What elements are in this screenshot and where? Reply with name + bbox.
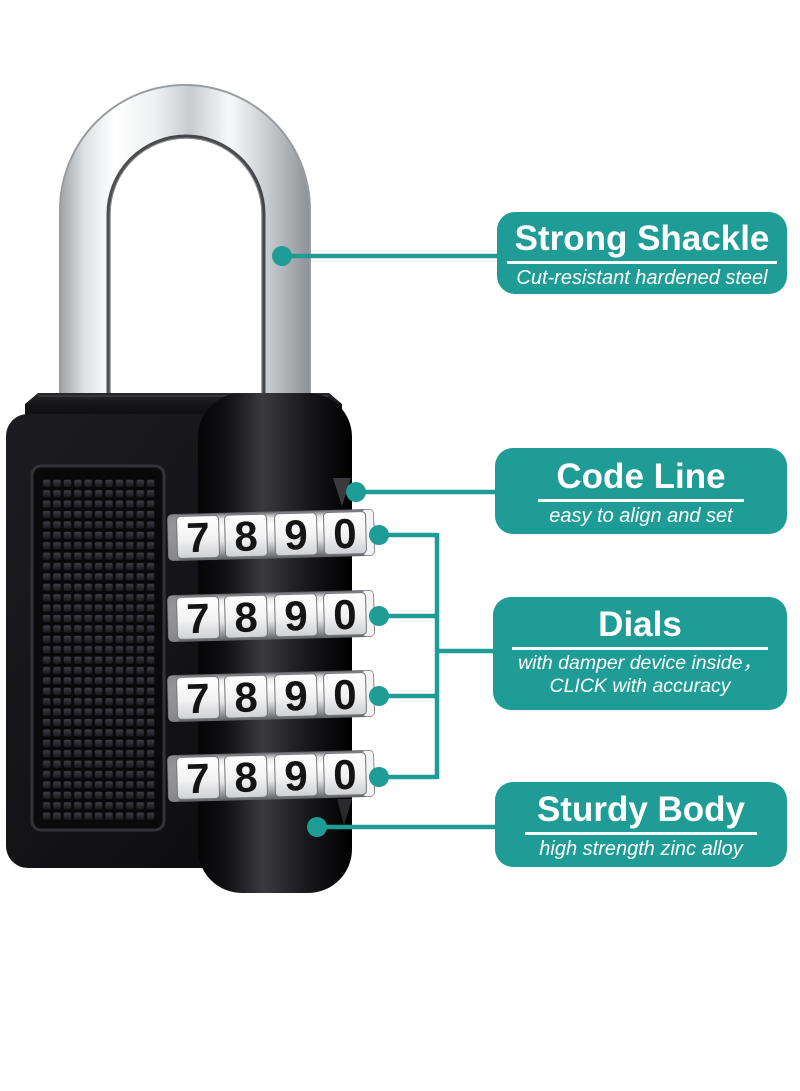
dial-digit: 9 [284,752,309,800]
callout-code-line: Code Line easy to align and set [495,448,787,534]
dial-housing [198,393,352,893]
textured-panel [30,464,166,832]
connector-dot-sturdy-body [307,817,327,837]
connector-dots [272,246,389,837]
dial-digit: 0 [333,751,358,799]
dial-digit: 7 [186,755,211,803]
callout-title: Dials [512,605,768,651]
callout-subtitle: with damper device inside， [518,652,762,675]
dial-digit: 0 [333,671,358,719]
shackle [59,84,311,423]
shackle-outer-edge [59,84,311,422]
lower-alignment-marker-icon [337,799,352,825]
dial-row-2[interactable]: 7 8 9 0 [167,589,375,643]
dial-row-4[interactable]: 7 8 9 0 [167,749,375,803]
callout-subtitle: easy to align and set [549,505,733,528]
dial-digit: 8 [234,673,259,721]
connector-dot-code-line [346,482,366,502]
dial-digit: 7 [186,514,211,562]
dial-digit: 0 [333,510,358,558]
callout-title: Code Line [538,457,744,503]
callout-title: Sturdy Body [524,790,758,836]
dial-digit: 9 [284,511,309,559]
code-alignment-marker-icon [333,478,351,506]
connector-dot-shackle [272,246,292,266]
callout-subtitle: high strength zinc alloy [539,838,743,861]
dial-digit: 7 [186,595,211,643]
connector-dot-dial-2 [369,606,389,626]
dial-digit: 9 [284,592,309,640]
callout-strong-shackle: Strong Shackle Cut-resistant hardened st… [497,212,787,294]
callout-dials: Dials with damper device inside， CLICK w… [493,597,787,710]
callout-title: Strong Shackle [506,219,778,265]
dial-digit: 9 [284,672,309,720]
dial-digit: 8 [234,753,259,801]
dial-digit: 8 [234,512,259,560]
callout-subtitle: Cut-resistant hardened steel [516,267,768,290]
callout-sturdy-body: Sturdy Body high strength zinc alloy [495,782,787,867]
shackle-inner-shadow [106,134,266,422]
dial-digit: 7 [186,675,211,723]
connector-dot-dial-4 [369,767,389,787]
connector-dot-dial-3 [369,686,389,706]
connector-dot-dial-1 [369,525,389,545]
callout-subtitle-line2: CLICK with accuracy [549,675,731,698]
dial-digit: 0 [333,591,358,639]
dial-row-3[interactable]: 7 8 9 0 [167,669,375,723]
dial-digit: 8 [234,593,259,641]
dial-row-1[interactable]: 7 8 9 0 [167,508,375,562]
